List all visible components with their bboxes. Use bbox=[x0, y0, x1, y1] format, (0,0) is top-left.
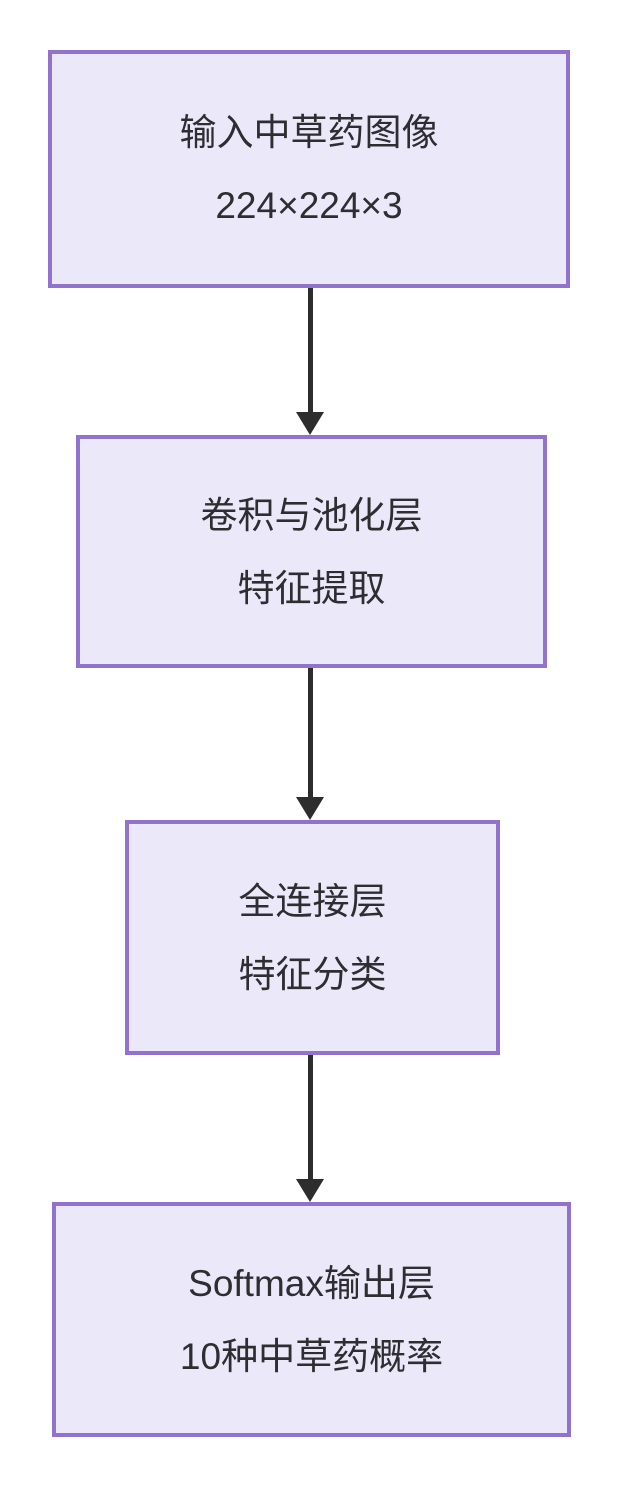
arrow-input-to-convpool bbox=[296, 288, 324, 435]
arrow-line bbox=[307, 1055, 313, 1179]
node-line: 输入中草药图像 bbox=[179, 112, 439, 153]
arrow-fc-to-softmax bbox=[296, 1055, 324, 1202]
node-line: 卷积与池化层 bbox=[200, 494, 423, 536]
node-line: 10种中草药概率 bbox=[179, 1335, 444, 1377]
arrow-line bbox=[307, 288, 313, 412]
arrow-down-icon bbox=[296, 1179, 324, 1202]
node-line: 特征分类 bbox=[238, 953, 387, 995]
node-line: 全连接层 bbox=[238, 880, 387, 922]
flowchart-node-conv-pool: 卷积与池化层 特征提取 bbox=[76, 435, 547, 668]
flowchart-node-fully-connected: 全连接层 特征分类 bbox=[125, 820, 500, 1055]
arrow-down-icon bbox=[296, 797, 324, 820]
flowchart-node-input: 输入中草药图像 224×224×3 bbox=[48, 50, 570, 288]
arrow-line bbox=[307, 668, 313, 797]
node-line: 224×224×3 bbox=[215, 185, 403, 226]
flowchart-node-softmax-output: Softmax输出层 10种中草药概率 bbox=[52, 1202, 571, 1437]
arrow-down-icon bbox=[296, 412, 324, 435]
node-line: 特征提取 bbox=[237, 567, 386, 609]
node-line: Softmax输出层 bbox=[188, 1262, 435, 1304]
arrow-convpool-to-fc bbox=[296, 668, 324, 820]
